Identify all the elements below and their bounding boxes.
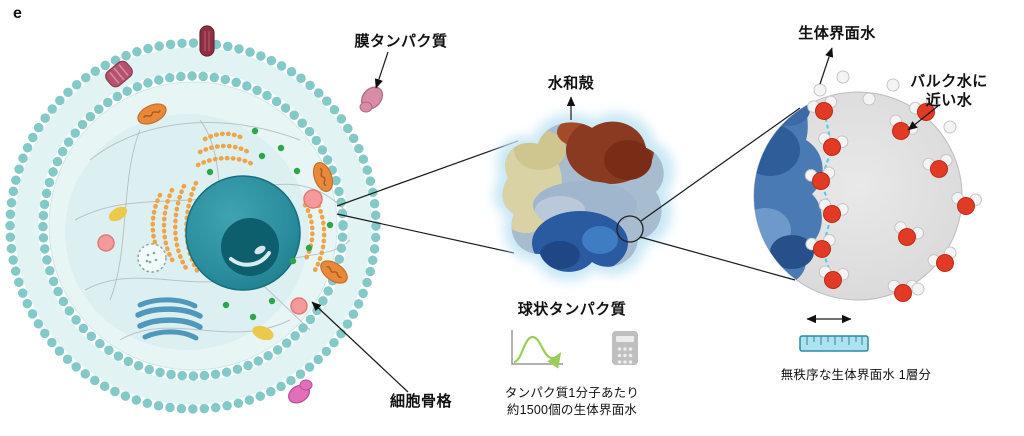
bulk-water-label-line2: 近い水 (925, 91, 973, 109)
yellow-organelle (252, 325, 274, 341)
magnified-region-circle (616, 215, 644, 243)
graph-icon (511, 330, 563, 369)
zoom-connector-line (639, 236, 796, 281)
membrane-protein-bottom (288, 379, 313, 404)
globular-protein (493, 112, 675, 281)
zoom-connector-line (336, 140, 519, 207)
scale-caption: 無秩序な生体界面水 1層分 (780, 368, 932, 382)
nucleolus (221, 218, 279, 276)
bulk-water-label-line1: バルク水に (910, 73, 988, 90)
interfacial-water-arrow (819, 47, 834, 85)
globular-protein-label: 球状タンパク質 (517, 301, 627, 318)
yellow-organelle (108, 206, 128, 222)
zoom-connector-line (336, 213, 515, 254)
membrane-protein-label: 膜タンパク質 (354, 33, 448, 50)
membrane-protein-striped (105, 60, 133, 88)
cytoskeleton-arrow (311, 301, 409, 393)
bulk-water-arrow (907, 105, 939, 131)
vesicle-pink (97, 189, 323, 315)
cell-membrane (5, 38, 381, 414)
panel-label: e (13, 5, 22, 22)
hydrogen-spheres (813, 70, 957, 296)
inner-lipid-heads (38, 71, 348, 381)
cytoskeleton-label: 細胞骨格 (389, 393, 453, 410)
protein-wall (754, 92, 823, 300)
calculator-icon (612, 331, 638, 365)
membrane-protein-right (359, 86, 383, 113)
protein-caption-line2: 約1500個の生体界面水 (506, 403, 638, 417)
protein-surface (502, 121, 664, 272)
protein-caption-line1: タンパク質1分子あたり (504, 386, 640, 400)
hydration-shell-label: 水和殻 (547, 75, 595, 92)
outer-lipid-heads (5, 38, 381, 414)
cell-illustration (5, 25, 383, 414)
lipid-tails-band (14, 47, 372, 405)
membrane-protein-arrow (374, 51, 389, 89)
membrane-protein-top (199, 25, 215, 57)
golgi-apparatus (150, 131, 327, 275)
magnified-view (753, 70, 983, 302)
blue-golgi-stack (135, 297, 203, 341)
interfacial-water-label: 生体界面水 (798, 25, 876, 42)
ruler-icon (799, 335, 869, 352)
zoom-connector-line (640, 107, 801, 222)
vesicle-dotted (137, 243, 167, 273)
nucleus (185, 175, 301, 291)
bulk-water-label: バルク水に 近い水 (910, 73, 988, 111)
